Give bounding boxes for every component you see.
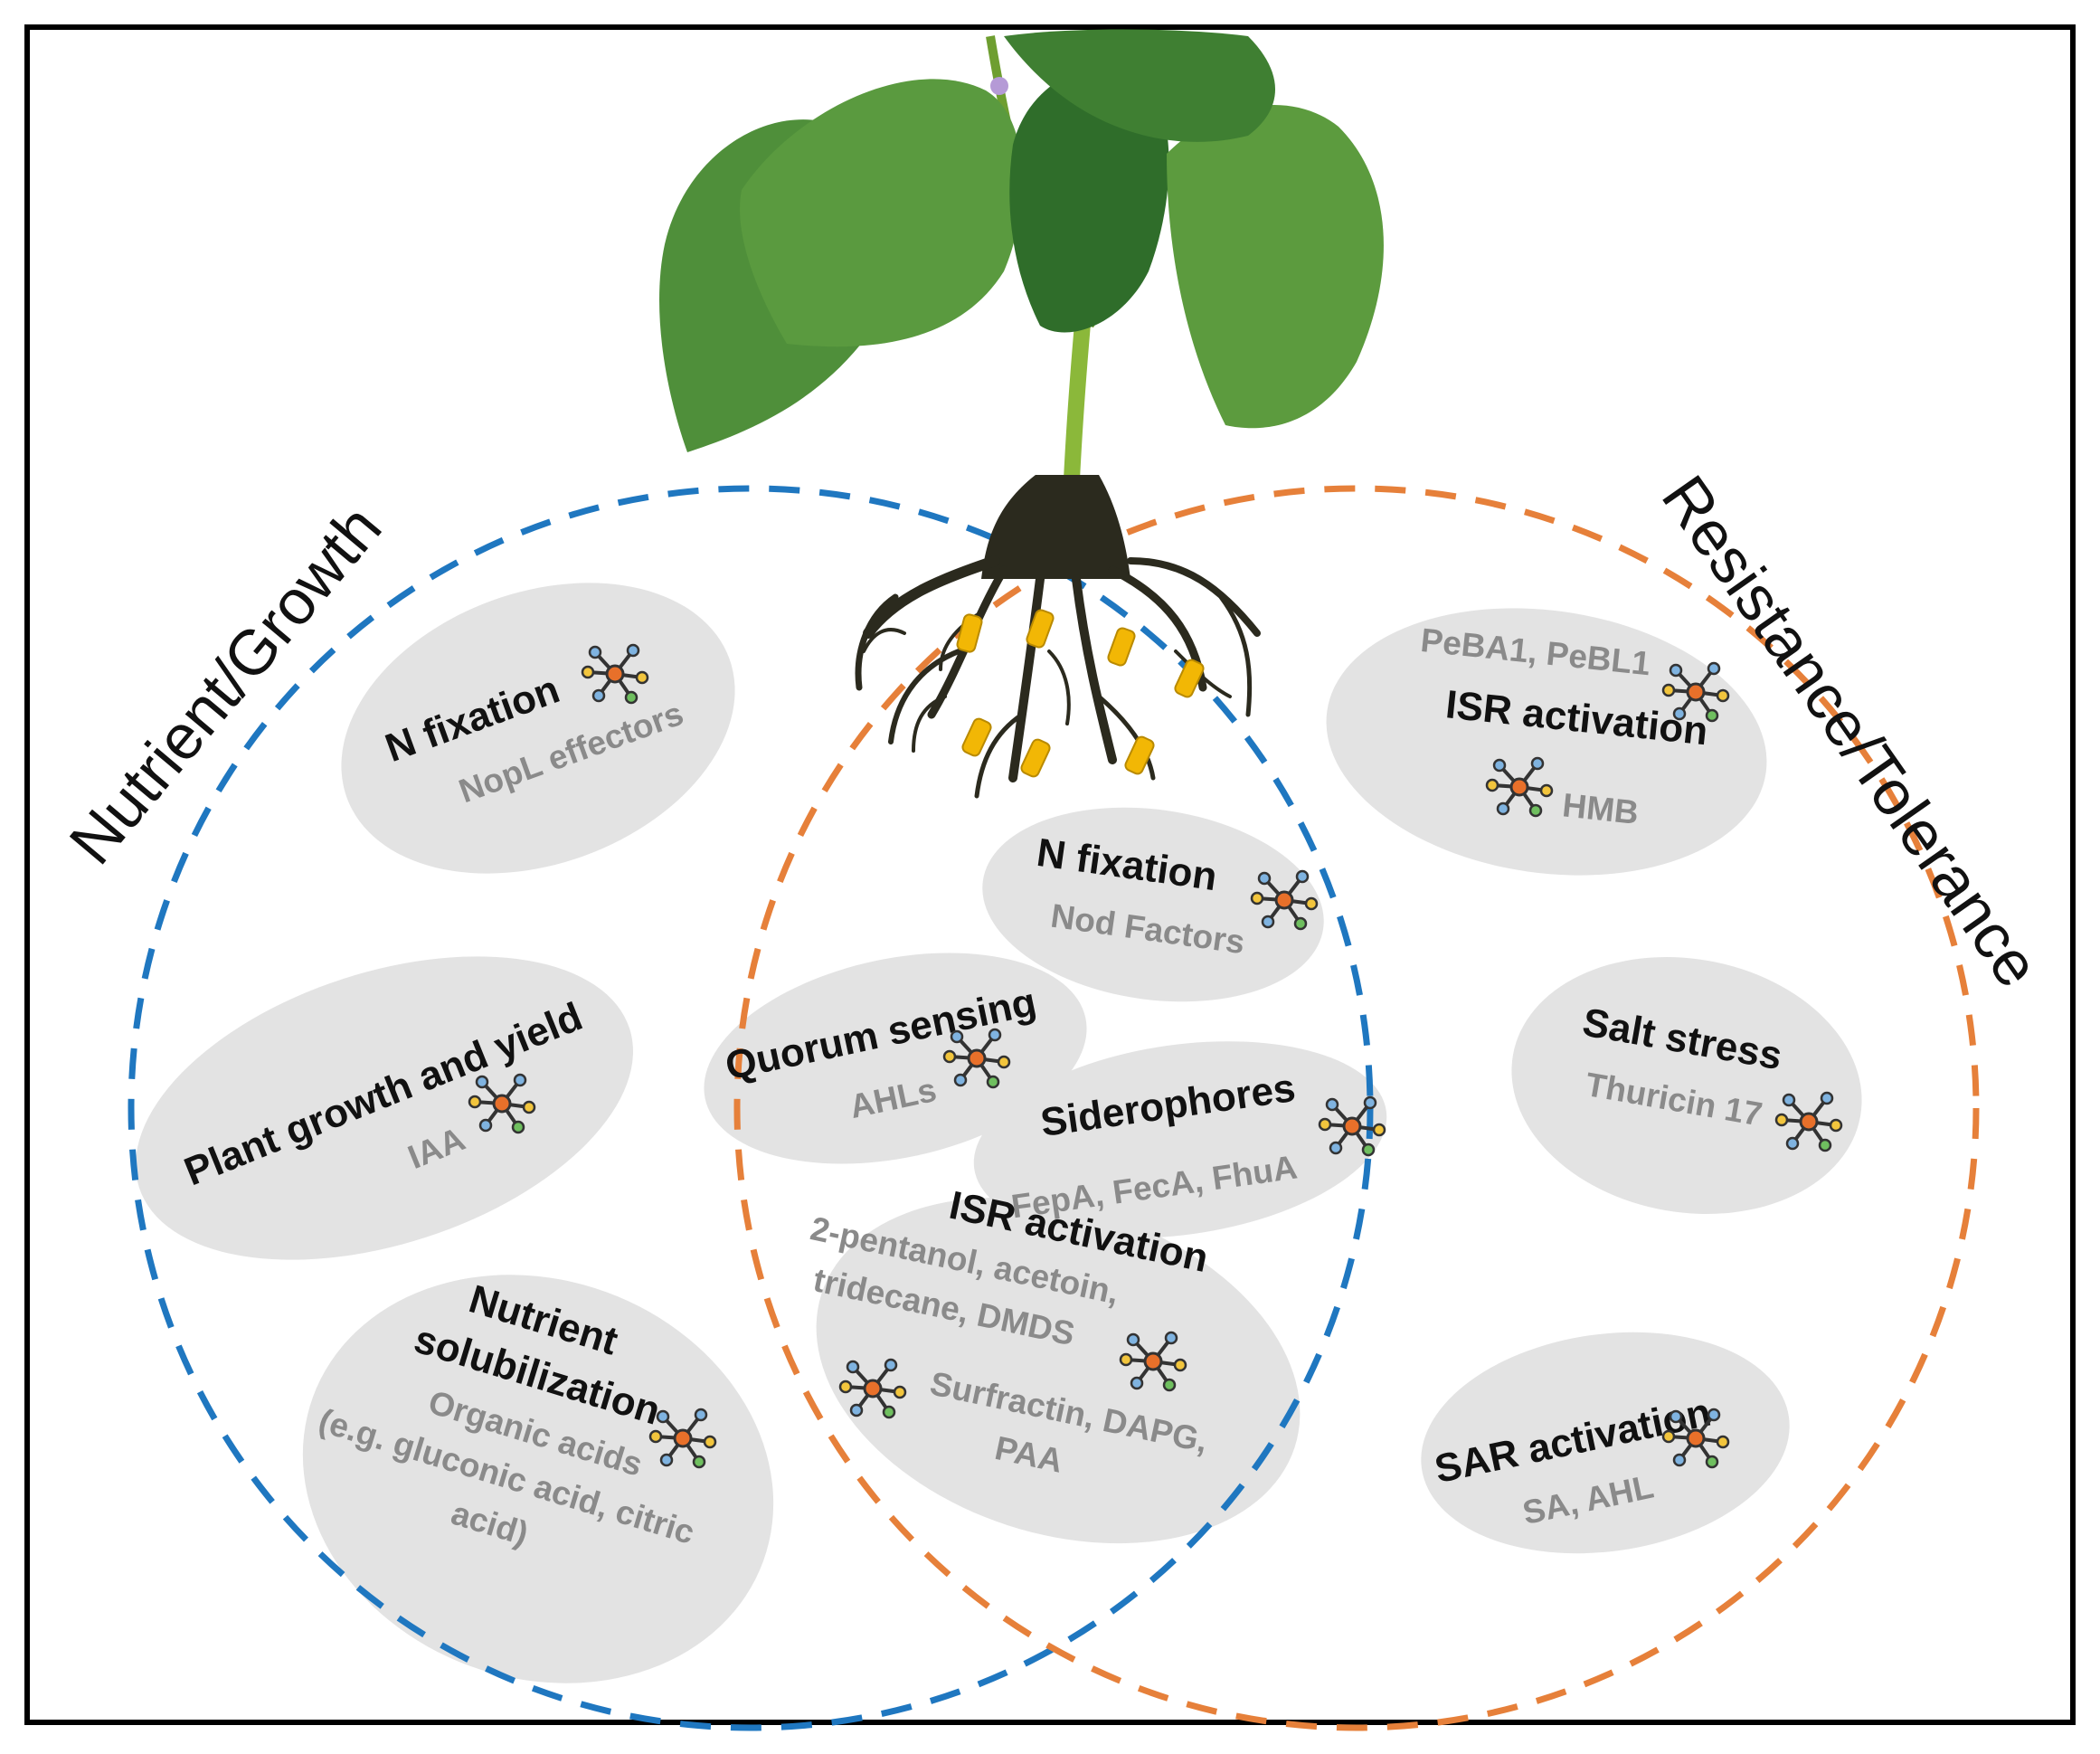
blob-isr-right: [1326, 608, 1767, 876]
blob-siderophores: [973, 1041, 1387, 1238]
isr-right-sub-bottom: HMB: [1561, 786, 1641, 831]
region-label-left: Nutrient/Growth: [56, 492, 395, 877]
plant-icon: [659, 29, 1384, 799]
blob-plant-growth: [136, 956, 633, 1260]
blob-quorum-sensing: [704, 953, 1087, 1164]
resistance-tolerance-circle: [733, 485, 1980, 1731]
frame-border: [24, 24, 2076, 1725]
blob-n-fixation-center: [982, 807, 1324, 1002]
blob-nutrient-solubilization: [302, 1275, 774, 1683]
blob-salt-stress: [1511, 957, 1862, 1214]
blob-sar-activation: [1421, 1332, 1790, 1554]
blob-isr-center: [816, 1197, 1301, 1544]
blob-n-fixation-left: [341, 583, 735, 874]
